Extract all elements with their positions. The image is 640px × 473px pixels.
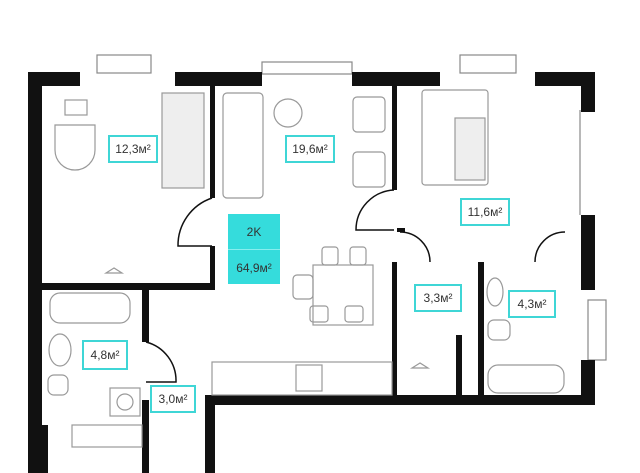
area-label-bathroom-2: 4,3м²	[508, 290, 556, 318]
furniture	[47, 89, 565, 448]
area-label-bedroom-2: 11,6м²	[460, 198, 510, 226]
area-label-bedroom-1: 12,3м²	[108, 135, 158, 163]
room-count: 2K	[228, 214, 280, 250]
doors	[145, 189, 566, 383]
area-label-hallway: 3,0м²	[150, 385, 196, 413]
area-label-wardrobe: 3,3м²	[414, 284, 462, 312]
walls	[28, 72, 595, 473]
area-label-bathroom-1: 4,8м²	[82, 340, 128, 370]
apartment-summary-badge: 2K 64,9м²	[228, 214, 280, 284]
area-label-living-kitchen: 19,6м²	[285, 135, 335, 163]
windows	[96, 54, 607, 361]
total-area: 64,9м²	[236, 260, 272, 275]
